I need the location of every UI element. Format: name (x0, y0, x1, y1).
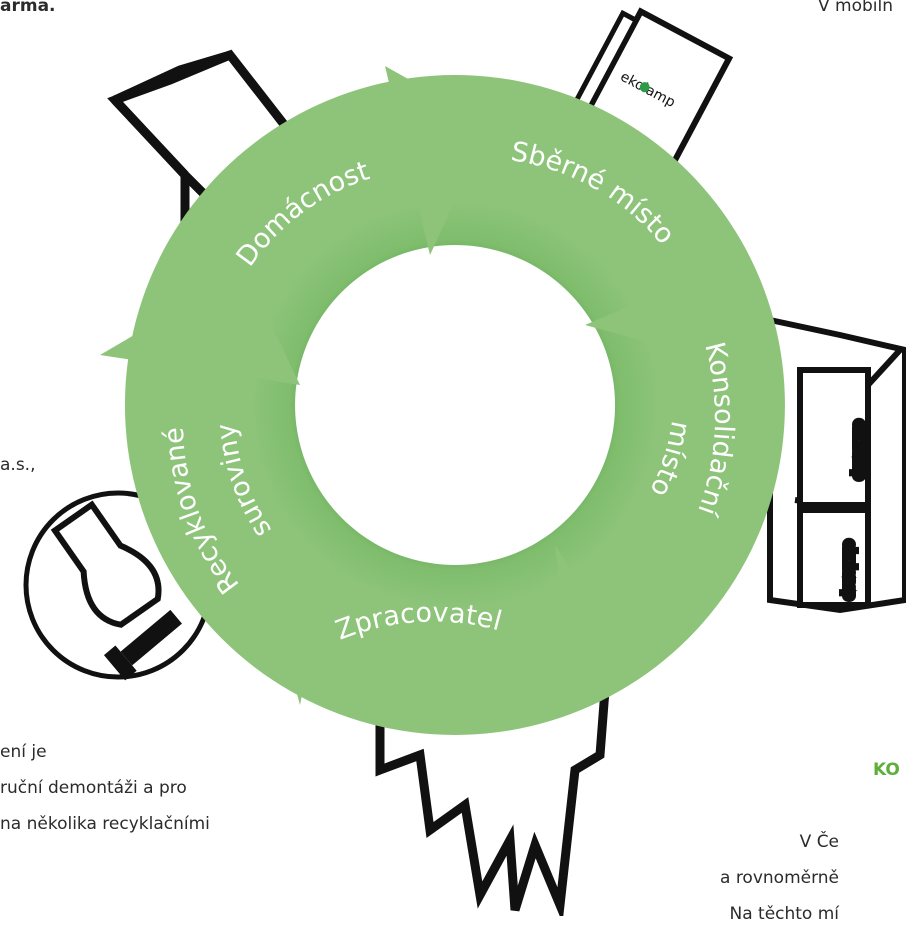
arrow-head-icon (385, 66, 490, 255)
company-suffix-text: a.s., (0, 455, 36, 475)
bottom-left-paragraph: ení je ruční demontáži a pro na několika… (0, 734, 210, 842)
paragraph-line: V Če (799, 832, 840, 852)
paragraph-line: ení je (0, 742, 47, 762)
paragraph-line: na několika recyklačními (0, 814, 210, 834)
arrow-head-icon (270, 555, 330, 705)
ekolamp-logo-upper: ekolamp (851, 420, 867, 480)
top-right-text: V mobiln (818, 0, 894, 16)
arrow-head-icon (555, 545, 605, 700)
brand-dot-icon (639, 82, 650, 93)
factory-icon (375, 689, 610, 916)
top-left-text: arma. (0, 0, 56, 16)
bottom-right-heading: KO (873, 760, 900, 780)
paragraph-line: a rovnoměrně (720, 868, 840, 888)
paragraph-line: ruční demontáži a pro (0, 778, 187, 798)
containers-icon: ekolamp ekolamp (767, 316, 906, 614)
cycle-ring (100, 66, 785, 735)
arrow-head-icon (585, 255, 760, 372)
ekolamp-logo-lower: ekolamp (841, 540, 857, 600)
arrow-head-icon (100, 270, 300, 385)
